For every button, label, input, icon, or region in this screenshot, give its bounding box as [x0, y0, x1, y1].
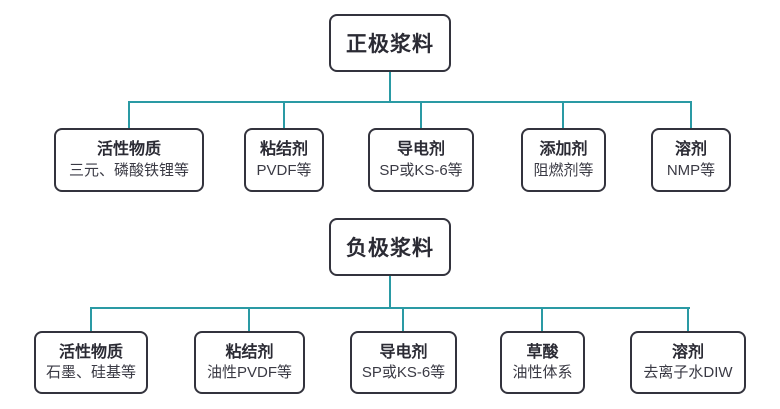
- anode-oxalic-acid-node: 草酸 油性体系: [500, 331, 585, 394]
- node-title: 导电剂: [379, 343, 428, 361]
- anode-drop-connector-1: [90, 309, 92, 331]
- anode-drop-connector-3: [402, 309, 404, 331]
- cathode-slurry-root-title: 正极浆料: [346, 33, 434, 56]
- cathode-drop-connector-2: [283, 103, 285, 128]
- anode-solvent-node: 溶剂 去离子水DIW: [630, 331, 746, 394]
- anode-horizontal-connector: [90, 307, 690, 309]
- node-title: 溶剂: [674, 141, 707, 159]
- anode-conductive-agent-node: 导电剂 SP或KS-6等: [350, 331, 457, 394]
- node-title: 导电剂: [396, 141, 445, 159]
- node-subtitle: 油性体系: [512, 364, 573, 382]
- node-subtitle: NMP等: [666, 161, 716, 179]
- node-title: 粘结剂: [259, 141, 308, 159]
- node-subtitle: 阻燃剂等: [533, 161, 594, 179]
- anode-drop-connector-4: [541, 309, 543, 331]
- node-title: 草酸: [526, 343, 559, 361]
- cathode-binder-node: 粘结剂 PVDF等: [244, 128, 324, 192]
- cathode-additive-node: 添加剂 阻燃剂等: [521, 128, 606, 192]
- anode-slurry-root-node: 负极浆料: [329, 218, 451, 276]
- node-title: 溶剂: [671, 343, 704, 361]
- cathode-slurry-root-node: 正极浆料: [329, 14, 451, 72]
- cathode-drop-connector-4: [562, 103, 564, 128]
- node-subtitle: SP或KS-6等: [361, 364, 446, 382]
- cathode-solvent-node: 溶剂 NMP等: [651, 128, 731, 192]
- anode-active-material-node: 活性物质 石墨、硅基等: [34, 331, 148, 394]
- anode-drop-connector-2: [248, 309, 250, 331]
- cathode-horizontal-connector: [128, 101, 692, 103]
- node-title: 粘结剂: [225, 343, 274, 361]
- cathode-root-stub-connector: [389, 72, 391, 102]
- node-title: 添加剂: [539, 141, 588, 159]
- node-title: 活性物质: [58, 343, 123, 361]
- node-subtitle: 去离子水DIW: [643, 364, 733, 382]
- node-title: 活性物质: [96, 141, 161, 159]
- anode-drop-connector-5: [687, 309, 689, 331]
- cathode-drop-connector-3: [420, 103, 422, 128]
- node-subtitle: SP或KS-6等: [379, 161, 463, 179]
- cathode-conductive-agent-node: 导电剂 SP或KS-6等: [368, 128, 474, 192]
- node-subtitle: 三元、磷酸铁锂等: [68, 161, 189, 179]
- node-subtitle: 油性PVDF等: [206, 364, 292, 382]
- cathode-drop-connector-1: [128, 103, 130, 128]
- anode-slurry-root-title: 负极浆料: [346, 237, 434, 260]
- cathode-active-material-node: 活性物质 三元、磷酸铁锂等: [54, 128, 204, 192]
- cathode-drop-connector-5: [690, 103, 692, 128]
- anode-root-stub-connector: [389, 276, 391, 307]
- node-subtitle: 石墨、硅基等: [45, 364, 136, 382]
- node-subtitle: PVDF等: [256, 161, 312, 179]
- anode-binder-node: 粘结剂 油性PVDF等: [194, 331, 305, 394]
